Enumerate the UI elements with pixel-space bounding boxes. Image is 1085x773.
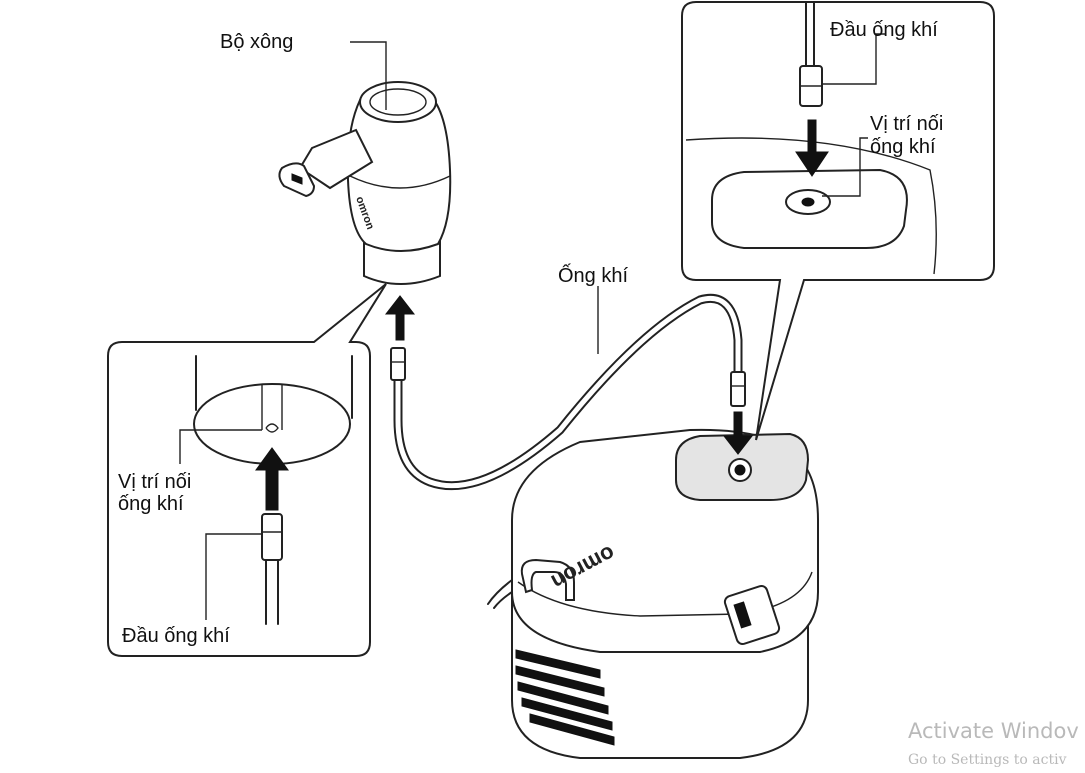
label-connection-point-top-1: Vị trí nối (870, 113, 943, 135)
tube-connector-compressor-end (730, 371, 746, 407)
callout-nebulizer-connection: Vị trí nối ống khí Đầu ống khí (107, 283, 387, 657)
label-nebulizer-kit: Bộ xông (220, 31, 293, 53)
compressor-unit: omron (487, 428, 819, 759)
arrow-down-to-compressor (722, 411, 754, 455)
leader-nebulizer-kit (350, 41, 387, 110)
compressor-vents (515, 649, 615, 746)
label-connection-point-left-2: ống khí (118, 493, 184, 515)
label-connection-point-top-2: ống khí (870, 136, 936, 158)
label-tube-connector-top: Đầu ống khí (830, 19, 938, 41)
power-switch (723, 584, 781, 646)
callout-left-tube-connector (261, 513, 283, 561)
label-air-tube: Ống khí (558, 263, 628, 287)
windows-activation-title: Activate Windov (908, 719, 1079, 743)
power-cord (487, 579, 513, 605)
callout-arrow-down (795, 119, 829, 177)
nebulizer-kit: omron (278, 81, 452, 285)
label-tube-connector-left: Đầu ống khí (122, 625, 230, 647)
callout-compressor-connection: Đầu ống khí Vị trí nối ống khí (681, 1, 995, 441)
windows-activation-subtitle: Go to Settings to activ (908, 752, 1067, 768)
mouthpiece (298, 128, 374, 190)
arrow-up-to-nebulizer (384, 295, 416, 341)
carry-handle (520, 558, 575, 601)
air-tube (390, 294, 746, 491)
tube-connector-nebulizer-end (390, 347, 406, 381)
label-connection-point-left-1: Vị trí nối (118, 471, 191, 493)
callout-arrow-up (255, 447, 289, 511)
compressor-air-outlet (734, 464, 746, 476)
